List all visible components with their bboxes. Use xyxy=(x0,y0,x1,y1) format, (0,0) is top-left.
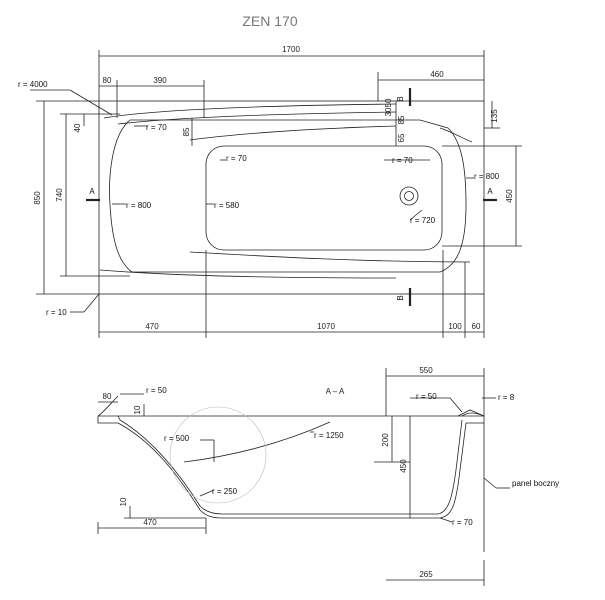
dim-100: 100 xyxy=(448,322,462,331)
dim-65: 65 xyxy=(397,133,406,142)
dim-265: 265 xyxy=(419,570,433,579)
tub-floor xyxy=(205,145,443,251)
radius-r4000: r = 4000 xyxy=(18,80,48,89)
dim-135: 135 xyxy=(490,109,499,123)
section-mark-b-bottom: B xyxy=(396,295,405,300)
radius-r800-left: r = 800 xyxy=(126,201,152,210)
radius-r580: r = 580 xyxy=(214,201,240,210)
dim-470-bottom: 470 xyxy=(143,518,157,527)
section-mark-a-left: A xyxy=(89,187,95,196)
radius-r70-right: r = 70 xyxy=(392,156,413,165)
tub-section-inner xyxy=(117,415,463,515)
dim-50: 50 xyxy=(384,98,393,107)
tub-section-profile xyxy=(97,409,485,519)
radius-r70-headrest: r = 70 xyxy=(146,123,167,132)
dim-850: 850 xyxy=(33,191,42,205)
dim-450-section: 450 xyxy=(399,459,408,473)
radius-r250: r = 250 xyxy=(212,487,238,496)
dim-80-section: 80 xyxy=(103,392,112,401)
dim-10-rim: 10 xyxy=(133,405,142,414)
rim-lip-right xyxy=(461,412,485,417)
dim-40: 40 xyxy=(73,123,82,132)
section-mark-b-top: B xyxy=(396,96,405,101)
section-view: A – A 550 80 10 r = 50 r = 50 r = 8 xyxy=(97,366,559,586)
radius-r8: r = 8 xyxy=(498,393,515,402)
dim-390: 390 xyxy=(153,76,167,85)
drain-inner xyxy=(404,191,414,201)
dim-550: 550 xyxy=(419,366,433,375)
tub-outer-rim xyxy=(98,100,485,295)
dim-1070: 1070 xyxy=(317,322,335,331)
radius-r70-section: r = 70 xyxy=(452,518,473,527)
radius-r500: r = 500 xyxy=(164,434,190,443)
section-mark-a-right: A xyxy=(487,187,493,196)
radius-r50-left: r = 50 xyxy=(146,386,167,395)
radius-r1250: r = 1250 xyxy=(314,431,344,440)
rim-curve-right xyxy=(439,127,473,143)
dim-450: 450 xyxy=(505,189,514,203)
radius-r800-right: r = 800 xyxy=(474,172,500,181)
armrest-curve-bottom xyxy=(99,269,397,279)
radius-r720: r = 720 xyxy=(410,216,436,225)
headrest-curve-top2 xyxy=(117,111,397,125)
dim-200: 200 xyxy=(381,433,390,447)
tub-inner-outline xyxy=(109,119,467,273)
backrest-curve xyxy=(183,421,331,463)
dim-740: 740 xyxy=(55,188,64,202)
dim-10-bottom: 10 xyxy=(119,497,128,506)
radius-r50-right: r = 50 xyxy=(416,392,437,401)
dim-470-top: 470 xyxy=(145,322,159,331)
radius-r10: r = 10 xyxy=(46,308,67,317)
headrest-curve-mid xyxy=(189,125,397,141)
top-view: 1700 80 390 460 r = 4000 850 740 40 r = … xyxy=(18,45,522,338)
dim-1700: 1700 xyxy=(282,45,300,54)
headrest-curve-top xyxy=(103,103,397,119)
dim-80: 80 xyxy=(103,76,112,85)
armrest-curve-mid xyxy=(189,251,471,263)
dim-85-right: 85 xyxy=(397,115,406,124)
drain-outer xyxy=(399,186,419,206)
guide-circle xyxy=(169,406,267,504)
section-label: A – A xyxy=(326,387,345,396)
dim-30: 30 xyxy=(384,107,393,116)
radius-r70-floor: r = 70 xyxy=(226,154,247,163)
dim-460: 460 xyxy=(430,70,444,79)
rim-lip-left xyxy=(97,395,119,417)
dim-60: 60 xyxy=(472,322,481,331)
drawing-title: ZEN 170 xyxy=(242,13,297,29)
dim-85-left: 85 xyxy=(182,127,191,136)
panel-label: panel boczny xyxy=(512,479,559,488)
